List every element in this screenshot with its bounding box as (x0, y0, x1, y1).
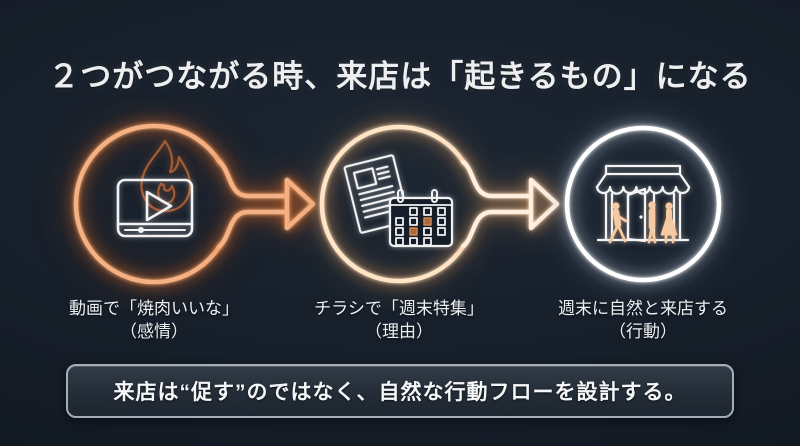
step-ring-flyer (319, 124, 466, 284)
caption-video-line1: 動画で「焼肉いいな」 (69, 299, 239, 318)
caption-flyer: チラシで「週末特集」 （理由） (279, 297, 519, 343)
caption-flyer-line2: （理由） (365, 322, 433, 341)
arrow-flyer-to-store-icon (461, 159, 560, 249)
flow-diagram (73, 123, 722, 285)
caption-store-line1: 週末に自然と来店する (558, 299, 728, 318)
caption-video-line2: （感情） (120, 322, 188, 341)
caption-store: 週末に自然と来店する （行動） (523, 297, 763, 343)
calendar-highlight-cells (409, 217, 432, 236)
caption-video: 動画で「焼肉いいな」 （感情） (34, 297, 274, 343)
flame-icon (140, 139, 192, 213)
storefront-icon (595, 164, 691, 243)
step-ring-video (73, 123, 222, 285)
caption-flyer-line1: チラシで「週末特集」 (314, 299, 484, 318)
video-player-icon (116, 178, 194, 238)
person-standing-icon (647, 201, 657, 244)
step-ring-store (564, 125, 722, 283)
calendar-icon (388, 189, 454, 248)
person-skirt-icon (660, 202, 678, 244)
slide-title: ２つがつながる時、来店は「起きるもの」になる (48, 59, 752, 94)
customers-icon (608, 201, 678, 244)
person-walking-icon (608, 202, 628, 244)
arrow-video-to-flyer-icon (217, 159, 316, 249)
key-message-text: 来店は“促す”のではなく、自然な行動フローを設計する。 (113, 381, 687, 404)
caption-store-line2: （行動） (609, 322, 677, 341)
key-message-banner: 来店は“促す”のではなく、自然な行動フローを設計する。 (66, 364, 734, 418)
open-door-icon (626, 187, 647, 243)
